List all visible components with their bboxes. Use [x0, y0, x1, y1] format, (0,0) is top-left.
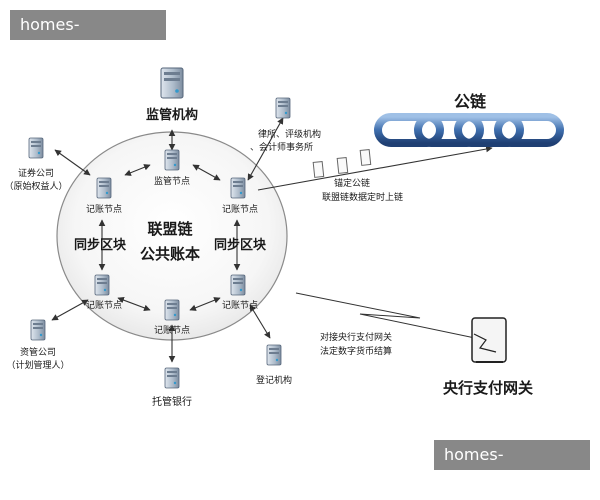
sync-block-right: 同步区块: [214, 237, 267, 253]
ledger-top-left-label: 记账节点: [86, 204, 122, 215]
regulator-node-label: 监管节点: [154, 175, 190, 187]
custodian-label: 托管银行: [152, 395, 192, 408]
center-title-line2: 公共账本: [140, 245, 200, 263]
asset-mgmt-label-line1: 资管公司: [20, 346, 56, 358]
regulator-label: 监管机构: [146, 107, 198, 123]
ledger-bottom-center-label: 记账节点: [154, 325, 190, 336]
securities-server-icon: [28, 137, 44, 159]
law-firm-server-icon: [275, 97, 291, 119]
public-chain-icon: [374, 113, 564, 147]
custodian-server-icon: [164, 367, 180, 389]
anchor-label-line2: 联盟链数据定时上链: [322, 191, 403, 203]
ledger-bottom-left-server-icon: [94, 274, 110, 296]
anchor-label-line1: 锚定公链: [334, 177, 370, 189]
ledger-top-right-server-icon: [230, 177, 246, 199]
central-bank-link-line2: 法定数字货币结算: [320, 345, 392, 357]
sync-block-left: 同步区块: [74, 237, 127, 253]
central-bank-link: [295, 292, 476, 339]
securities-label-line2: （原始权益人）: [4, 180, 67, 192]
data-blocks-icon: [312, 148, 372, 178]
center-title-line1: 联盟链: [147, 220, 193, 238]
asset-mgmt-server-icon: [30, 319, 46, 341]
central-bank-title: 央行支付网关: [443, 379, 533, 397]
regulator-node-server-icon: [164, 149, 180, 171]
watermark-bottom: homes-yihao.com: [434, 440, 590, 494]
ledger-top-left-server-icon: [96, 177, 112, 199]
registry-label: 登记机构: [256, 374, 292, 386]
law-firm-label-line2: 、会计师事务所: [250, 141, 313, 153]
inner-connections: [51, 117, 493, 363]
registry-server-icon: [266, 344, 282, 366]
central-bank-gateway-icon: [471, 317, 507, 363]
regulator-server-icon: [160, 67, 184, 99]
ledger-top-right-label: 记账节点: [222, 204, 258, 215]
ledger-bottom-left-label: 记账节点: [86, 300, 122, 311]
ledger-bottom-center-server-icon: [164, 299, 180, 321]
public-chain-title: 公链: [454, 92, 487, 111]
ledger-bottom-right-label: 记账节点: [222, 300, 258, 311]
central-bank-link-line1: 对接央行支付网关: [320, 331, 392, 343]
securities-label-line1: 证券公司: [18, 167, 54, 179]
ledger-bottom-right-server-icon: [230, 274, 246, 296]
asset-mgmt-label-line2: （计划管理人）: [6, 359, 69, 371]
watermark-top: homes-yihao.com: [10, 10, 166, 64]
law-firm-label-line1: 律所、评级机构: [258, 128, 321, 140]
alliance-chain-diagram: 监管机构 律所、评级机构 、会计师事务所 证券公司 （原始权益人） 资管公司 （…: [4, 67, 564, 408]
